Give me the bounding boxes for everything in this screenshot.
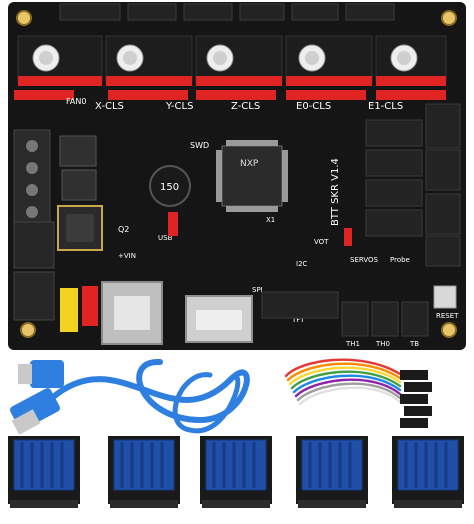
driver-socket-y [105,35,193,86]
stepper-driver-4 [296,436,368,508]
usb-label: USB [158,234,173,242]
top-connector-strip [59,3,395,21]
dupont-connectors [400,370,432,428]
reset-button [433,285,457,309]
q2-label: Q2 [118,225,129,234]
jumper-red-2 [344,228,352,246]
tb-label: TB [409,340,419,348]
mosfets [57,135,103,251]
stepper-driver-1 [8,436,80,508]
th1-label: TH1 [345,340,360,348]
x1-label: X1 [266,216,275,224]
mounting-holes [16,10,457,338]
spi-label: SPI [252,286,263,294]
driver-socket-z [195,35,283,86]
driver-socket-e0 [285,35,373,86]
control-board: X-CLS Y-CLS Z-CLS E0-CLS E1-CLS FAN0 [8,2,466,350]
fuses [60,286,98,332]
board-model-label: BTT SKR V1.4 [330,158,341,226]
sd-card-slot [185,295,253,343]
usb-b-plug [18,360,64,388]
usb-b-port [101,281,163,345]
driver-sockets [17,35,447,86]
axis-label-e1: E1-CLS [368,101,403,112]
power-terminals [13,129,55,321]
axis-label-z: Z-CLS [231,101,260,112]
inductor: 150 [149,165,191,207]
th0-label: TH0 [375,340,390,348]
axis-label-x: X-CLS [95,101,124,112]
vin-label: +VIN [118,252,136,260]
silkscreen-labels: X1 +VIN VOT I2C SPI TFT SERVOS Probe RES… [118,216,459,348]
right-connectors [365,103,461,267]
mcu-chip: NXP [216,140,288,212]
fan-label: FAN0 [66,97,86,106]
jumper-red [168,212,178,236]
swd-label: SWD [190,141,209,150]
driver-socket-e1 [375,35,447,86]
rainbow-dupont-cable [284,358,402,406]
mcu-brand: NXP [240,159,259,169]
capacitor-value: 150 [160,182,179,193]
axis-label-e0: E0-CLS [296,101,331,112]
stepper-driver-5 [392,436,464,508]
i2c-label: I2C [296,260,308,268]
axis-label-y: Y-CLS [165,101,193,112]
endstop-headers [14,90,446,100]
servos-label: SERVOS [350,256,379,264]
tft-label: TFT [291,316,305,324]
stepper-driver-2 [108,436,180,508]
reset-label: RESET [436,312,459,320]
usb-a-plug [9,388,61,435]
stepper-driver-3 [200,436,272,508]
bottom-connectors [261,291,429,337]
probe-label: Probe [390,256,410,264]
axis-labels: X-CLS Y-CLS Z-CLS E0-CLS E1-CLS [95,101,403,112]
driver-socket-x [17,35,103,86]
usb-cable [9,358,250,435]
vot-label: VOT [314,238,329,246]
